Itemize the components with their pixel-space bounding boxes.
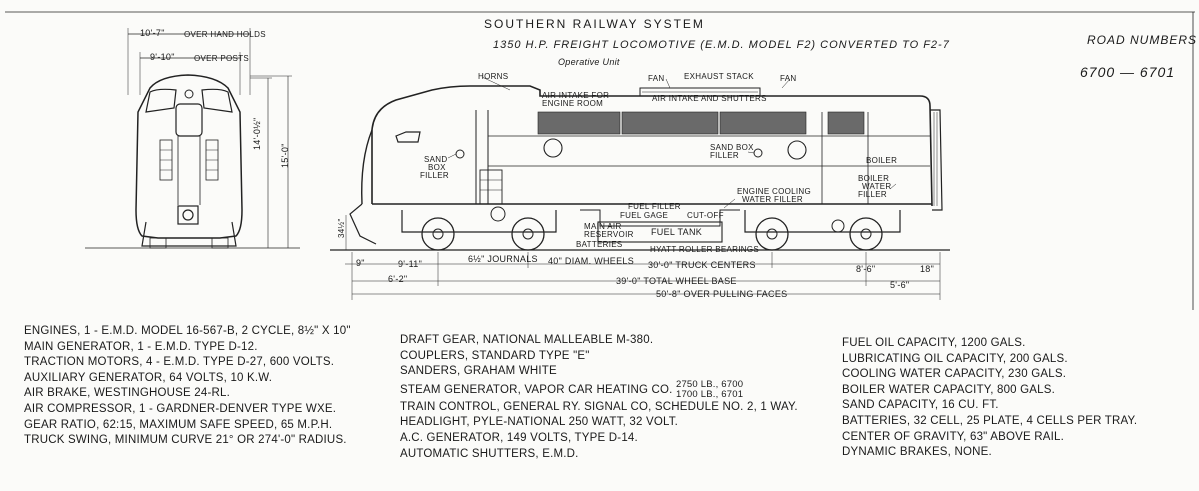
spec-traction-motors: TRACTION MOTORS, 4 - E.M.D. TYPE D-27, 6… bbox=[24, 356, 335, 369]
specs-column-1: ENGINES, 1 - E.M.D. MODEL 16-567-B, 2 CY… bbox=[24, 324, 351, 449]
dim-total-wheel-base: 39'-0" TOTAL WHEEL BASE bbox=[616, 276, 737, 286]
label-fan-rear: FAN bbox=[780, 74, 797, 83]
dim-truck-centers: 30'-0" TRUCK CENTERS bbox=[648, 260, 756, 270]
spec-engines: ENGINES, 1 - E.M.D. MODEL 16-567-B, 2 CY… bbox=[24, 325, 351, 337]
dim-total-height: 15'-0" bbox=[280, 143, 290, 168]
spec-truck-swing: TRUCK SWING, MINIMUM CURVE 21° OR 274'-0… bbox=[24, 434, 347, 447]
label-fuel-tank: FUEL TANK bbox=[651, 227, 703, 237]
spec-center-gravity: CENTER OF GRAVITY, 63" ABOVE RAIL. bbox=[842, 430, 1064, 443]
label-boiler-water-1: BOILER bbox=[858, 174, 890, 183]
label-horns: HORNS bbox=[478, 72, 509, 81]
dim-8-6: 8'-6" bbox=[856, 264, 876, 274]
spec-steam-6701: 1700 LB., 6701 bbox=[675, 388, 744, 400]
label-cooling-water-2: WATER FILLER bbox=[742, 195, 803, 204]
spec-draft-gear: DRAFT GEAR, NATIONAL MALLEABLE M-380. bbox=[400, 334, 654, 346]
spec-main-generator: MAIN GENERATOR, 1 - E.M.D. TYPE D-12. bbox=[24, 340, 258, 353]
spec-sand: SAND CAPACITY, 16 CU. FT. bbox=[842, 399, 999, 412]
label-main-air-1: MAIN AIR bbox=[584, 222, 622, 231]
dim-9-11: 9'-11" bbox=[398, 259, 423, 269]
dim-pulling-faces: 50'-8" OVER PULLING FACES bbox=[656, 289, 788, 299]
dim-9in: 9" bbox=[356, 258, 365, 268]
label-hyatt-bearings: HYATT ROLLER BEARINGS bbox=[650, 245, 759, 254]
dim-journals: 6½" JOURNALS bbox=[468, 254, 538, 264]
label-boiler-water-2: WATER bbox=[862, 182, 892, 191]
spec-sanders: SANDERS, GRAHAM WHITE bbox=[400, 365, 557, 378]
dim-posts: 9'-10" bbox=[150, 52, 175, 62]
label-sand-box-front-1: SAND bbox=[424, 155, 448, 164]
spec-batteries: BATTERIES, 32 CELL, 25 PLATE, 4 CELLS PE… bbox=[842, 414, 1138, 427]
label-exhaust-stack: EXHAUST STACK bbox=[684, 72, 754, 81]
label-boiler-water-3: FILLER bbox=[858, 190, 887, 199]
dim-hand-holds: 10'-7" bbox=[140, 28, 165, 38]
unit-label: Operative Unit bbox=[558, 57, 620, 67]
label-cut-off: CUT-OFF bbox=[687, 211, 724, 220]
label-air-intake-engine-2: ENGINE ROOM bbox=[542, 99, 604, 108]
spec-couplers: COUPLERS, STANDARD TYPE "E" bbox=[400, 349, 590, 362]
spec-dynamic-brakes: DYNAMIC BRAKES, NONE. bbox=[842, 446, 992, 459]
road-numbers-label: ROAD NUMBERS bbox=[1087, 33, 1198, 47]
specs-column-2: DRAFT GEAR, NATIONAL MALLEABLE M-380. CO… bbox=[400, 333, 798, 462]
spec-steam-generator: STEAM GENERATOR, VAPOR CAR HEATING CO. 2… bbox=[400, 378, 798, 400]
label-sand-box-rear-2: FILLER bbox=[710, 151, 739, 160]
spec-boiler-water: BOILER WATER CAPACITY, 800 GALS. bbox=[842, 383, 1056, 396]
dim-wheels: 40" DIAM. WHEELS bbox=[548, 256, 635, 266]
label-boiler: BOILER bbox=[866, 156, 898, 165]
spec-train-control: TRAIN CONTROL, GENERAL RY. SIGNAL CO, SC… bbox=[400, 400, 798, 413]
spec-headlight: HEADLIGHT, PYLE-NATIONAL 250 WATT, 32 VO… bbox=[400, 416, 679, 429]
spec-air-brake: AIR BRAKE, WESTINGHOUSE 24-RL. bbox=[24, 387, 231, 400]
specs-column-3: FUEL OIL CAPACITY, 1200 GALS. LUBRICATIN… bbox=[842, 336, 1137, 461]
spec-steam-6700: 2750 LB., 6700 bbox=[675, 378, 744, 390]
spec-ac-generator: A.C. GENERATOR, 149 VOLTS, TYPE D-14. bbox=[400, 431, 638, 444]
spec-cooling-water: COOLING WATER CAPACITY, 230 GALS. bbox=[842, 368, 1067, 381]
dim-cab-height: 14'-0½" bbox=[252, 117, 262, 150]
spec-fuel-oil: FUEL OIL CAPACITY, 1200 GALS. bbox=[842, 337, 1026, 349]
dim-hand-holds-label: OVER HAND HOLDS bbox=[184, 30, 266, 39]
label-main-air-2: RESERVOIR bbox=[584, 230, 634, 239]
spec-steam-generator-text: STEAM GENERATOR, VAPOR CAR HEATING CO. bbox=[400, 383, 673, 396]
dim-18in: 18" bbox=[920, 264, 935, 274]
locomotive-subtitle: 1350 H.P. FREIGHT LOCOMOTIVE (E.M.D. MOD… bbox=[493, 39, 950, 51]
spec-steam-ratings: 2750 LB., 6700 1700 LB., 6701 bbox=[675, 378, 744, 400]
label-fuel-filler: FUEL FILLER bbox=[628, 202, 681, 211]
label-sand-box-front-3: FILLER bbox=[420, 171, 449, 180]
label-cooling-water-1: ENGINE COOLING bbox=[737, 187, 811, 196]
label-air-intake-engine-1: AIR INTAKE FOR bbox=[542, 91, 610, 100]
dim-5-6: 5'-6" bbox=[890, 280, 910, 290]
label-fuel-gage: FUEL GAGE bbox=[620, 211, 669, 220]
front-view bbox=[85, 28, 300, 249]
label-fan-front: FAN bbox=[648, 74, 665, 83]
dim-coupler-height: 34½" bbox=[337, 218, 346, 238]
dim-6-2: 6'-2" bbox=[388, 274, 408, 284]
side-view bbox=[330, 76, 950, 300]
spec-gear-ratio: GEAR RATIO, 62:15, MAXIMUM SAFE SPEED, 6… bbox=[24, 418, 333, 431]
label-air-intake-shutters: AIR INTAKE AND SHUTTERS bbox=[652, 94, 767, 103]
spec-aux-generator: AUXILIARY GENERATOR, 64 VOLTS, 10 K.W. bbox=[24, 371, 273, 384]
system-title: SOUTHERN RAILWAY SYSTEM bbox=[484, 17, 705, 31]
spec-shutters: AUTOMATIC SHUTTERS, E.M.D. bbox=[400, 447, 579, 460]
dim-posts-label: OVER POSTS bbox=[194, 54, 250, 63]
road-numbers-value: 6700 — 6701 bbox=[1080, 64, 1176, 80]
label-batteries: BATTERIES bbox=[576, 240, 623, 249]
spec-lube-oil: LUBRICATING OIL CAPACITY, 200 GALS. bbox=[842, 352, 1068, 365]
label-sand-box-rear-1: SAND BOX bbox=[710, 143, 754, 152]
spec-air-compressor: AIR COMPRESSOR, 1 - GARDNER-DENVER TYPE … bbox=[24, 402, 337, 415]
label-sand-box-front-2: BOX bbox=[428, 163, 446, 172]
